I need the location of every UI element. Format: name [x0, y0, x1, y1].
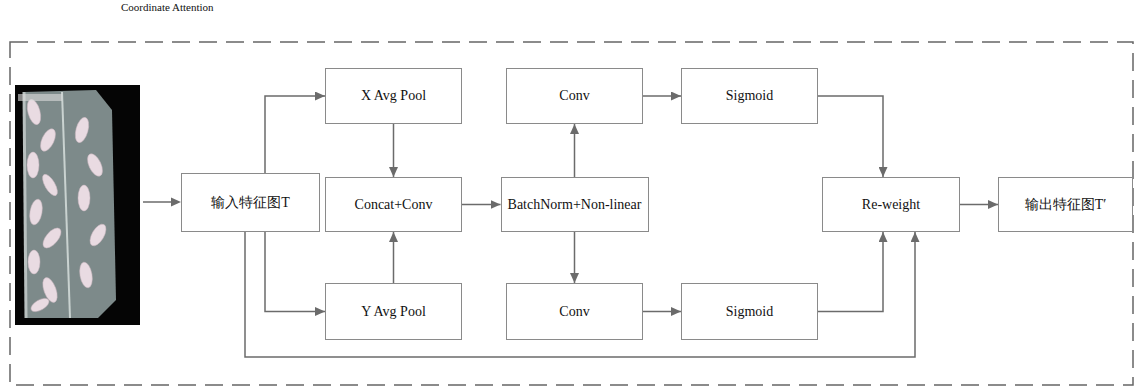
process-box: Conv — [506, 283, 643, 340]
process-box: 输出特征图T′ — [998, 177, 1133, 232]
box-label: Concat+Conv — [355, 197, 433, 213]
flow-arrow — [265, 232, 325, 312]
box-label: 输出特征图T′ — [1025, 196, 1107, 214]
flow-arrow — [818, 96, 883, 177]
process-box: 输入特征图T — [181, 173, 320, 232]
flow-arrow — [574, 232, 576, 283]
process-box: Y Avg Pool — [325, 283, 462, 340]
flow-arrow — [265, 96, 325, 173]
box-label: Y Avg Pool — [361, 304, 426, 320]
process-box: BatchNorm+Non-linear — [501, 177, 649, 232]
diagram-title: Coordinate Attention — [121, 1, 214, 13]
process-box: Sigmoid — [681, 283, 818, 340]
box-label: Sigmoid — [726, 88, 773, 104]
box-label: 输入特征图T — [211, 194, 290, 212]
box-label: Conv — [559, 88, 589, 104]
box-label: Conv — [559, 304, 589, 320]
flow-arrow — [574, 124, 576, 177]
flow-arrow — [643, 95, 681, 97]
box-label: Sigmoid — [726, 304, 773, 320]
process-box: X Avg Pool — [325, 68, 462, 124]
flow-arrow — [393, 232, 395, 283]
box-label: Re-weight — [862, 197, 920, 213]
process-box: Re-weight — [822, 177, 960, 232]
process-box: Concat+Conv — [325, 177, 462, 232]
box-label: X Avg Pool — [361, 88, 426, 104]
flow-arrow — [960, 204, 998, 206]
flow-arrow — [462, 204, 501, 206]
flow-arrow — [245, 232, 915, 357]
flow-arrow — [393, 124, 395, 177]
process-box: Conv — [506, 68, 643, 124]
process-box: Sigmoid — [681, 68, 818, 124]
flow-arrow — [818, 232, 883, 312]
pig-pen-photo — [15, 85, 140, 325]
input-arrow — [143, 198, 181, 207]
box-label: BatchNorm+Non-linear — [508, 197, 642, 213]
flow-arrow — [643, 311, 681, 313]
dashed-frame — [10, 42, 1133, 385]
